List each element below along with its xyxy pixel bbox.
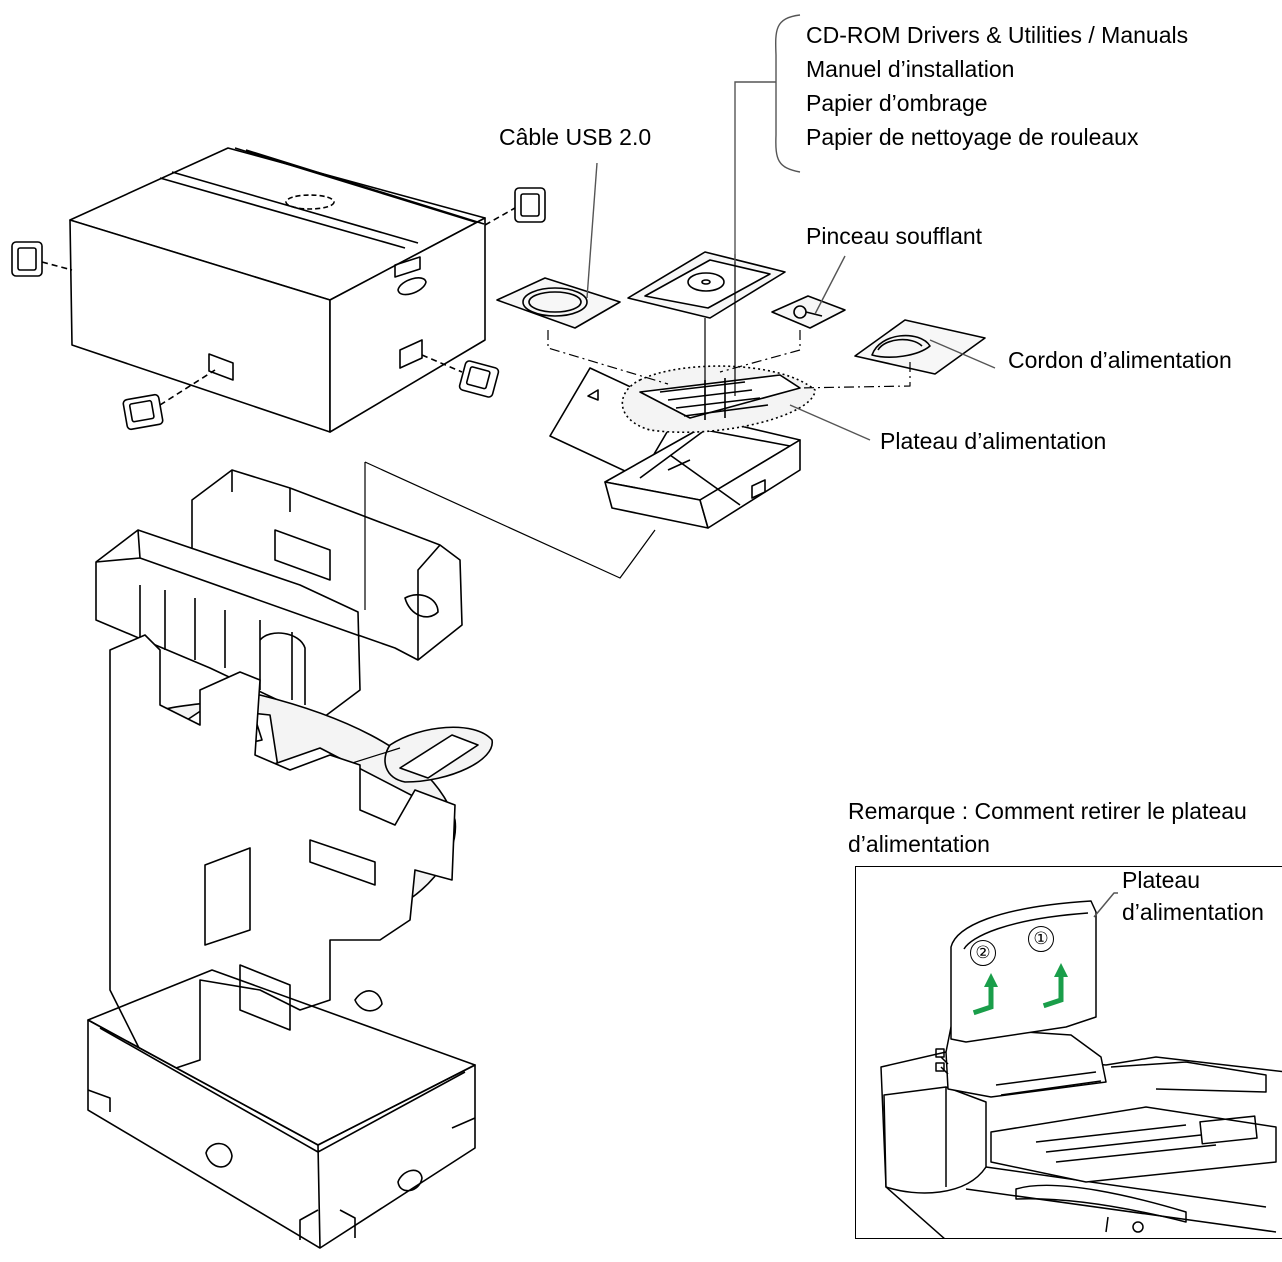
carton-box <box>69 147 486 433</box>
brush-bag <box>771 295 846 329</box>
docs-label-3: Papier d’ombrage <box>806 90 988 116</box>
power-cord-label: Cordon d’alimentation <box>1008 347 1232 373</box>
brush-label: Pinceau soufflant <box>806 223 983 249</box>
inset-label-line-1: Plateau <box>1122 867 1201 893</box>
corner-clips <box>11 187 546 431</box>
step-2-marker: ② <box>970 940 996 966</box>
foam-block-front <box>95 529 361 721</box>
docs-label-2: Manuel d’installation <box>806 56 1015 82</box>
docs-label-1: CD-ROM Drivers & Utilities / Manuals <box>806 22 1189 48</box>
power-cord-bag <box>854 319 986 375</box>
usb-cable-bag <box>496 277 621 329</box>
documents-bag <box>627 251 786 319</box>
usb-cable-label: Câble USB 2.0 <box>499 124 652 150</box>
foam-block-back <box>191 469 463 661</box>
inset-frame: ② ① Plateau d’alimentation <box>855 866 1282 1239</box>
inset-scanner-drawing <box>880 892 1282 1238</box>
leader-lines <box>586 14 996 441</box>
inset-label-line-2: d’alimentation <box>1122 899 1264 925</box>
note-line-2: d’alimentation <box>848 831 990 857</box>
foam-cradle <box>109 634 456 1071</box>
note-line-1: Remarque : Comment retirer le plateau <box>848 798 1247 824</box>
accessory-box <box>549 365 816 529</box>
docs-label-4: Papier de nettoyage de rouleaux <box>806 124 1139 150</box>
feed-tray-label: Plateau d’alimentation <box>880 428 1107 454</box>
step-1-marker: ① <box>1028 926 1054 952</box>
carton-tray <box>87 969 476 1249</box>
